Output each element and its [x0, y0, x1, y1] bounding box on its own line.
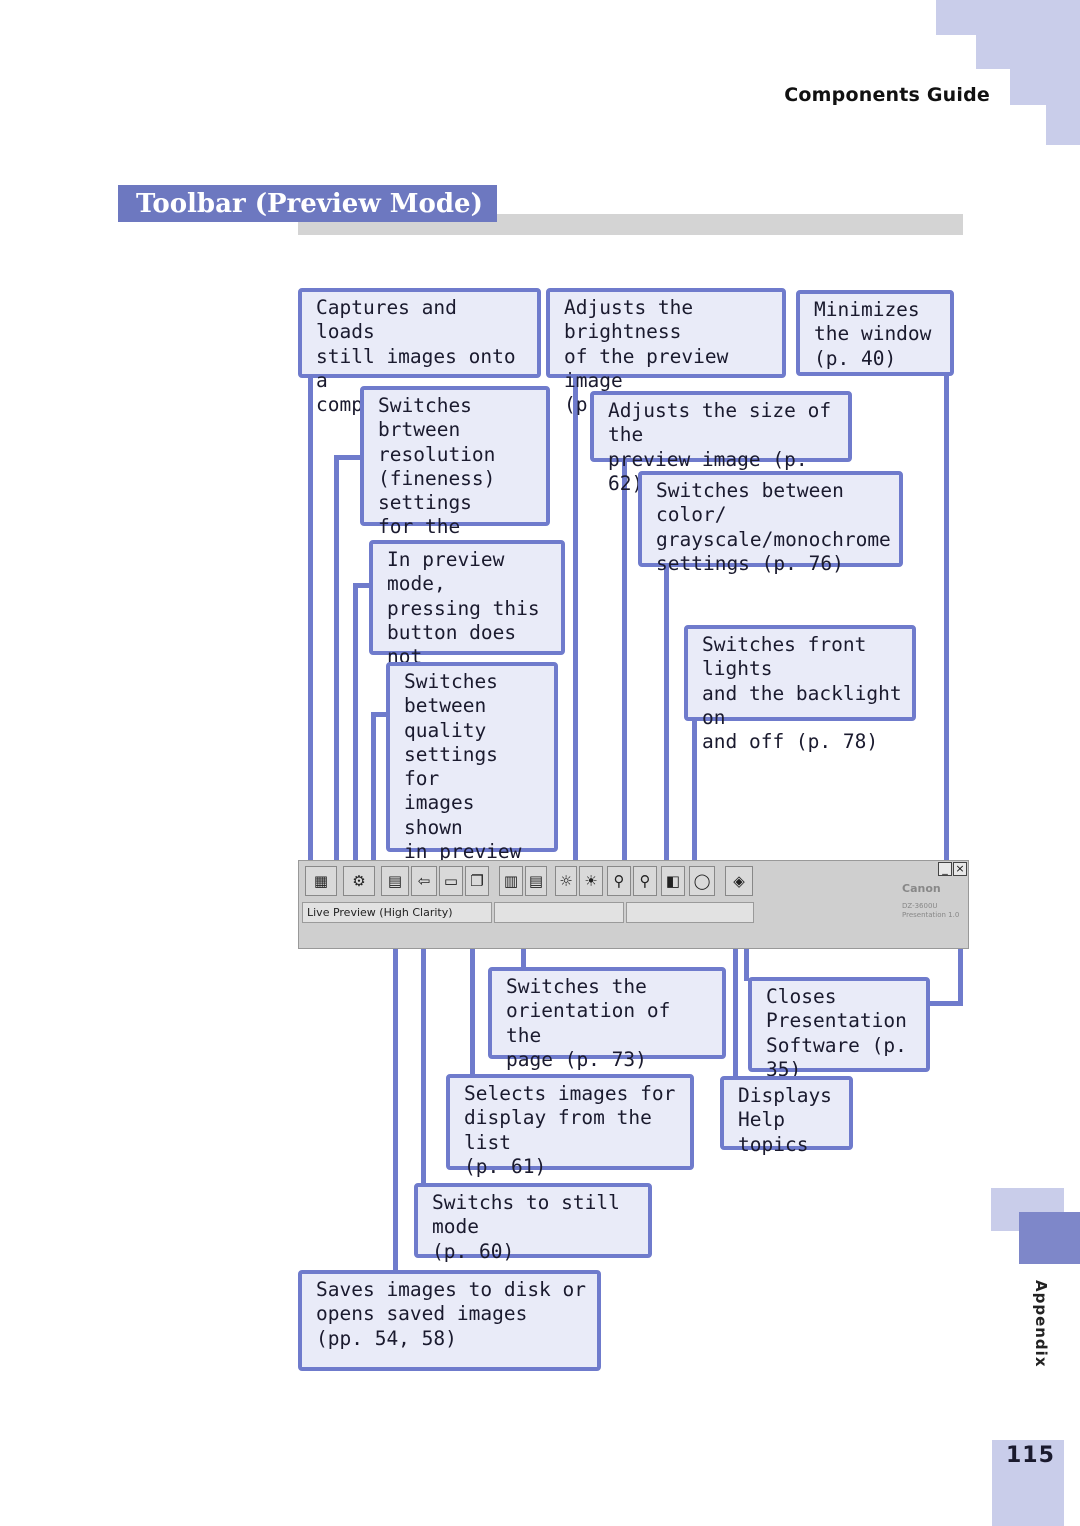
page-number: 115 [1006, 1443, 1055, 1468]
select-images-button[interactable]: ❐ [465, 866, 489, 896]
corner-decoration [976, 35, 1080, 69]
leader-line [733, 896, 738, 1078]
callout-still-mode: Switchs to still mode (p. 60) [414, 1183, 652, 1263]
help-button[interactable]: ◈ [725, 866, 753, 896]
callout-quality: Switches between quality settings for im… [386, 662, 558, 912]
leader-line [470, 896, 475, 1078]
capture-button[interactable]: ▦ [305, 866, 337, 896]
callout-size: Adjusts the size of the preview image (p… [590, 391, 852, 495]
callout-select: Selects images for display from the list… [446, 1074, 694, 1178]
status-field [626, 902, 754, 923]
status-field [494, 902, 624, 923]
callout-capture: Captures and loads still images onto a c… [298, 288, 541, 416]
leader-line [926, 1001, 963, 1006]
resolution-button[interactable]: ⚙ [343, 866, 375, 896]
zoom-out-button[interactable]: ⚲ [607, 866, 631, 896]
callout-orientation: Switches the orientation of the page (p.… [488, 967, 726, 1071]
callout-resolution: Switches brtween resolution (fineness) s… [360, 386, 550, 611]
callout-close: Closes Presentation Software (p. 35) [748, 977, 930, 1081]
product-label: Presentation 1.0 [902, 911, 960, 919]
leader-line [353, 583, 373, 588]
callout-lights: Switches front lights and the backlight … [684, 625, 916, 753]
leader-line [944, 372, 949, 866]
leader-line [573, 373, 578, 872]
corner-decoration [936, 0, 1080, 35]
callout-save: Saves images to disk or opens saved imag… [298, 1270, 601, 1371]
callout-color: Switches between color/ grayscale/monoch… [638, 471, 903, 575]
leader-line [308, 372, 313, 872]
section-title: Toolbar (Preview Mode) [118, 185, 497, 222]
corner-decoration [1010, 69, 1080, 105]
orientation-button[interactable]: ▥ [499, 866, 523, 896]
leader-line [371, 712, 389, 717]
leader-line [334, 455, 364, 460]
model-label: DZ-3600U [902, 902, 938, 910]
leader-line [393, 896, 398, 1276]
page-button[interactable]: ▤ [525, 866, 547, 896]
side-tab-decoration [1019, 1212, 1080, 1264]
zoom-in-button[interactable]: ⚲ [633, 866, 657, 896]
page-number-decoration [992, 1440, 1064, 1526]
still-mode-button[interactable]: ⇦ [411, 866, 437, 896]
appendix-tab-label: Appendix [1032, 1280, 1050, 1368]
save-button[interactable]: ▤ [381, 866, 409, 896]
leader-line [353, 583, 358, 872]
leader-line [371, 712, 376, 872]
callout-minimize: Minimizes the window (p. 40) [796, 290, 954, 376]
brightness-down-button[interactable]: ☼ [555, 866, 577, 896]
leader-line [692, 717, 697, 872]
leader-line [334, 455, 339, 872]
lights-button[interactable]: ◯ [689, 866, 715, 896]
corner-decoration [1046, 105, 1080, 145]
callout-help: Displays Help topics [720, 1076, 853, 1156]
leader-line [622, 458, 627, 872]
minimize-button[interactable]: _ [938, 862, 952, 876]
leader-line [664, 563, 669, 872]
brightness-up-button[interactable]: ☀ [579, 866, 603, 896]
brand-logo: Canon [902, 882, 941, 895]
callout-brightness: Adjusts the brightness of the preview im… [546, 288, 786, 416]
close-button[interactable]: × [953, 862, 967, 876]
running-header: Components Guide [784, 84, 990, 106]
callout-preview-mode: In preview mode, pressing this button do… [369, 540, 565, 717]
leader-line [421, 896, 426, 1186]
status-text: Live Preview (High Clarity) [302, 902, 492, 923]
color-mode-button[interactable]: ◧ [661, 866, 685, 896]
preview-mode-button[interactable]: ▭ [439, 866, 463, 896]
